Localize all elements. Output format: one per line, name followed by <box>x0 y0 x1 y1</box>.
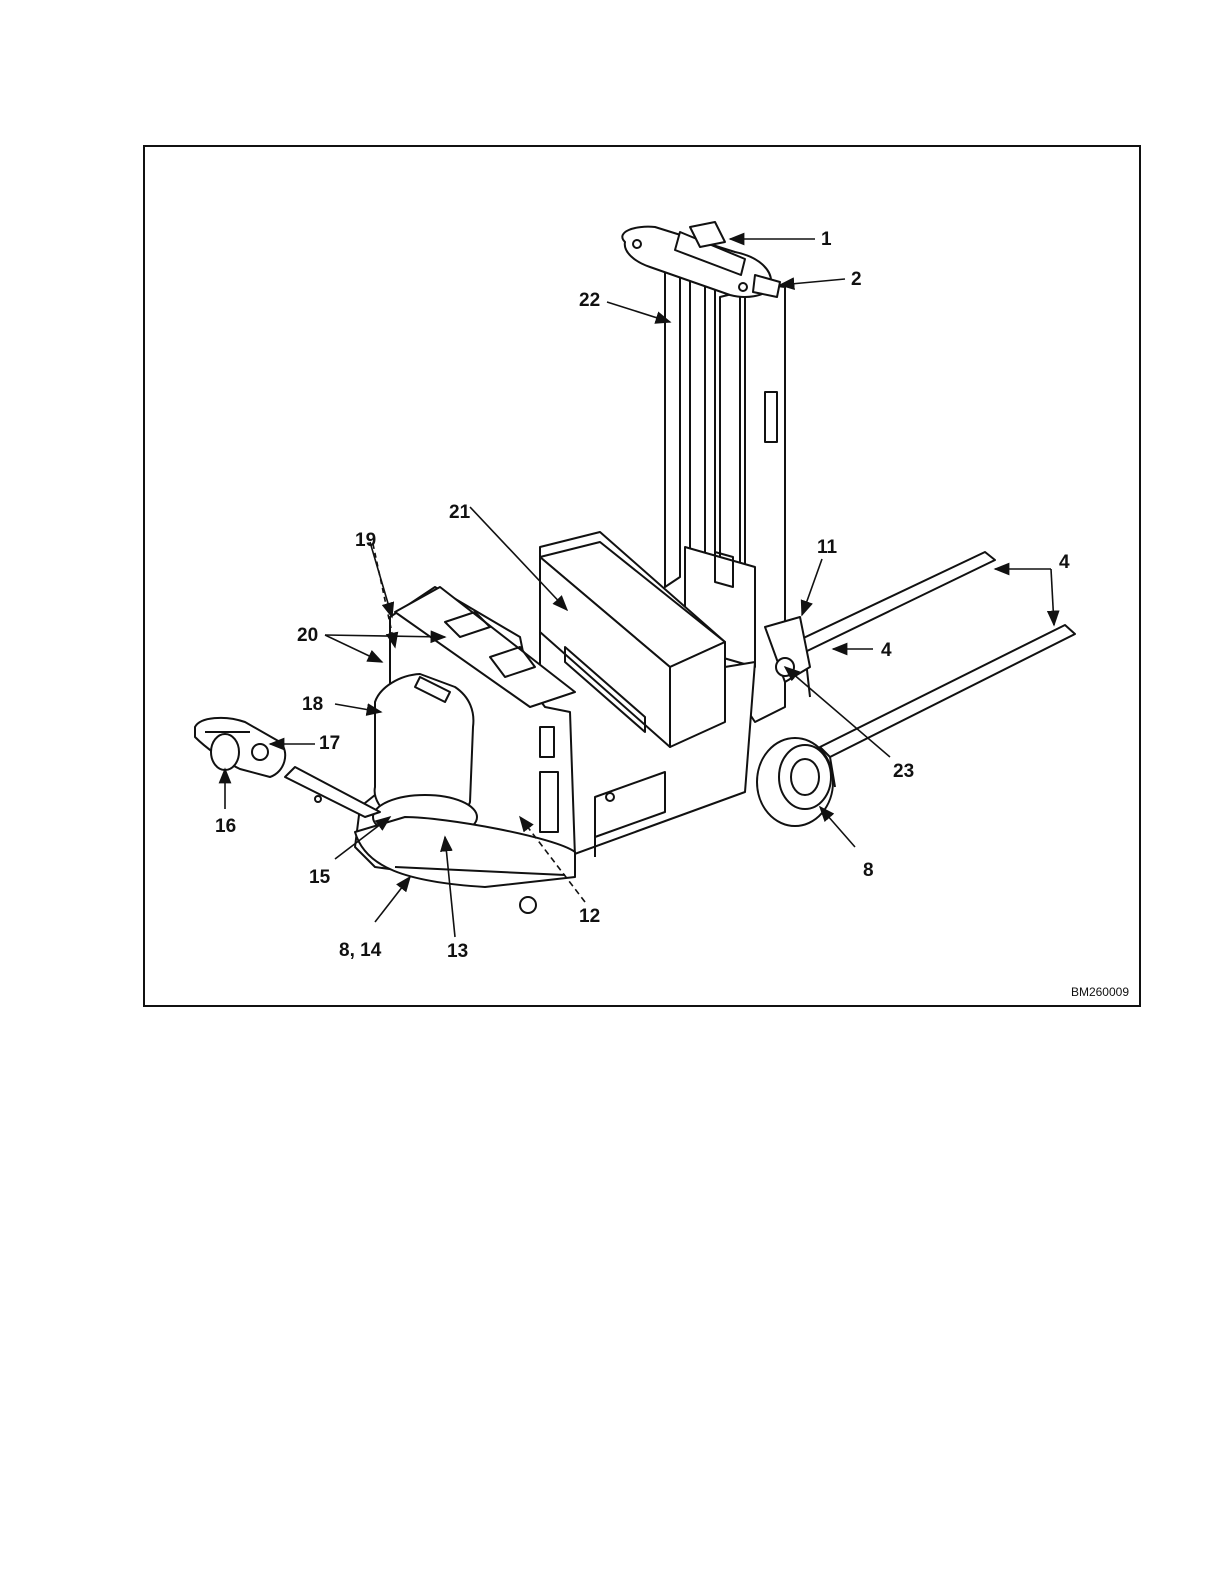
callout-2: 2 <box>851 270 862 289</box>
callout-8-14: 8, 14 <box>339 941 381 960</box>
callout-8a: 8 <box>863 861 874 880</box>
callout-4a: 4 <box>1059 553 1070 572</box>
forks <box>795 552 1075 787</box>
callout-20: 20 <box>297 626 318 645</box>
callout-21: 21 <box>449 503 470 522</box>
callout-4b: 4 <box>881 641 892 660</box>
figure-frame: 1 2 22 4 4 11 23 8 12 13 8, 14 15 16 17 … <box>143 145 1141 1007</box>
figure-id: BM260009 <box>1071 985 1129 999</box>
callout-13: 13 <box>447 942 468 961</box>
callout-23: 23 <box>893 762 914 781</box>
callout-22: 22 <box>579 291 600 310</box>
stacker-illustration <box>145 147 1139 1005</box>
callout-15: 15 <box>309 868 330 887</box>
callout-19: 19 <box>355 531 376 550</box>
callout-16: 16 <box>215 817 236 836</box>
callout-1: 1 <box>821 230 832 249</box>
callout-11: 11 <box>817 538 837 557</box>
callout-12: 12 <box>579 907 600 926</box>
callout-18: 18 <box>302 695 323 714</box>
callout-17: 17 <box>319 734 340 753</box>
